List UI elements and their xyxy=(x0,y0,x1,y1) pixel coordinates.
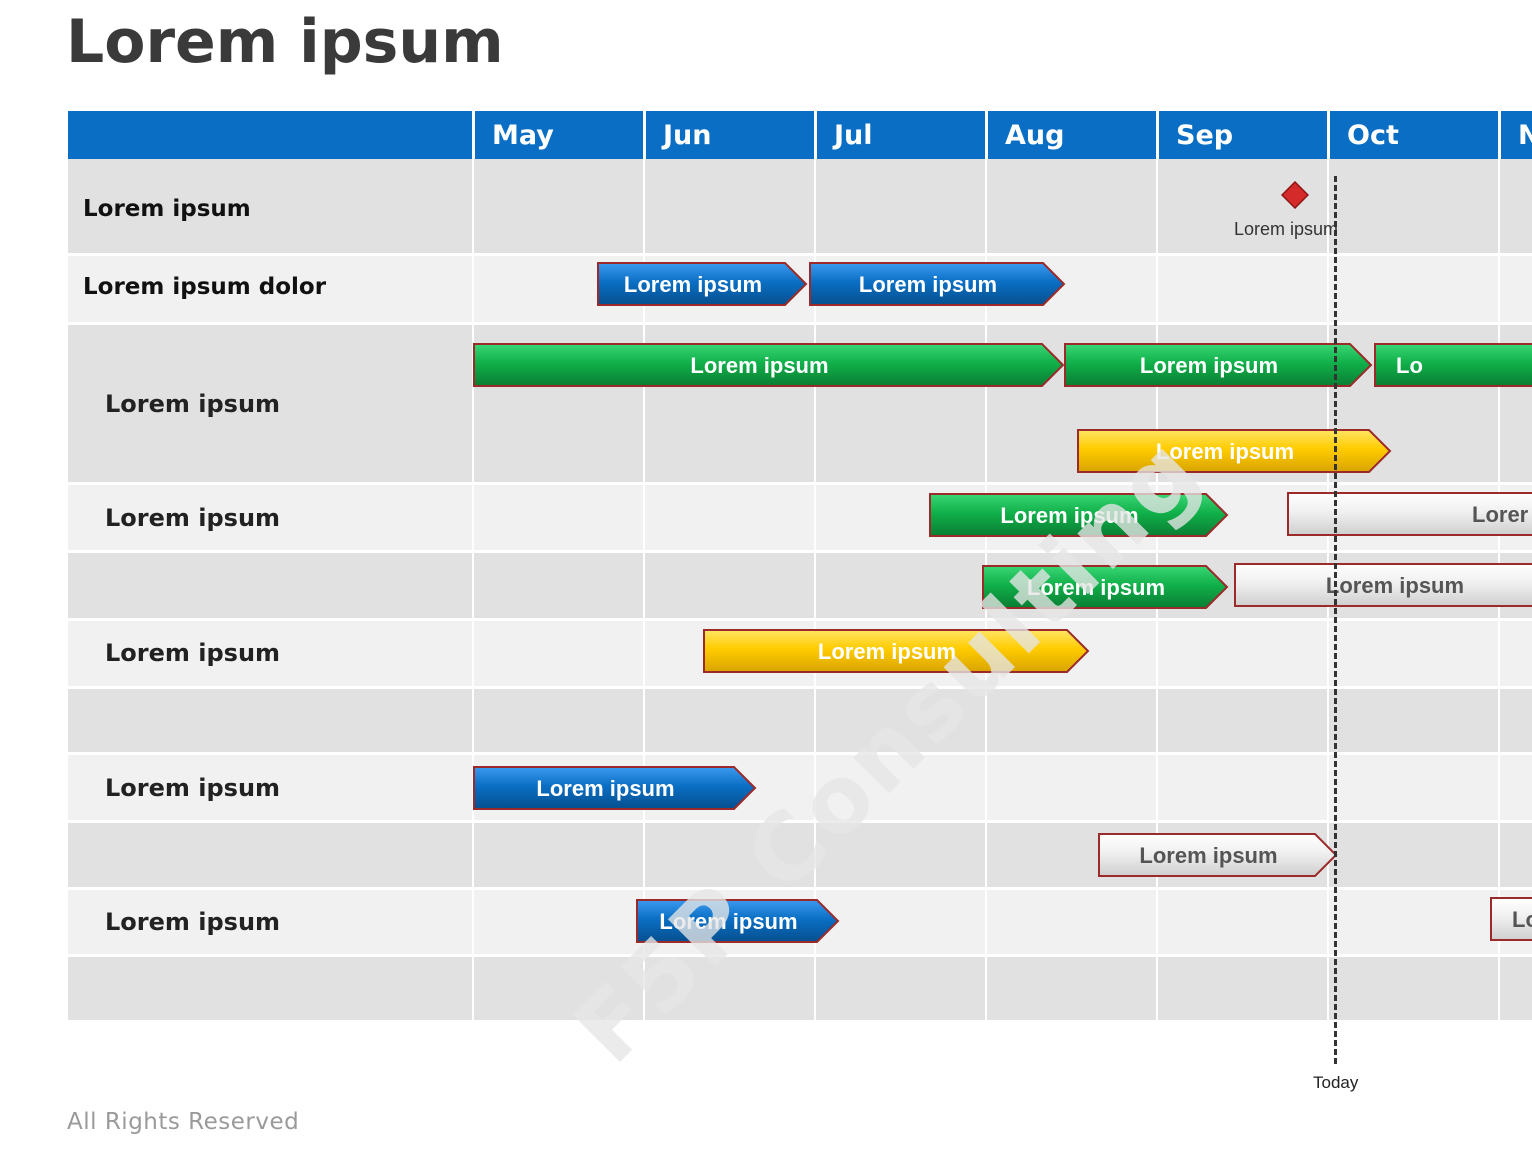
footer-copyright: All Rights Reserved xyxy=(67,1109,300,1135)
gantt-bar-shape xyxy=(636,899,840,943)
timeline-header xyxy=(68,111,1532,159)
gantt-bar-shape xyxy=(809,262,1066,306)
gantt-bar[interactable]: Lo xyxy=(1490,897,1532,941)
gantt-bar[interactable]: Lorem ipsum xyxy=(929,493,1229,537)
gantt-bar-shape xyxy=(597,262,808,306)
gantt-bar[interactable]: Lorem ipsum xyxy=(473,343,1065,387)
gantt-bar-shape xyxy=(929,493,1229,537)
timeline-row xyxy=(68,755,1532,823)
timeline-row xyxy=(68,689,1532,755)
today-label: Today xyxy=(1313,1073,1359,1092)
gantt-bar[interactable]: Lorem ipsum xyxy=(703,629,1090,673)
page-title: Lorem ipsum xyxy=(66,7,504,77)
month-header-3: Aug xyxy=(985,111,1156,159)
gantt-bar-label: Lo xyxy=(1512,907,1532,932)
gantt-bar[interactable]: Lorem ipsum xyxy=(1234,563,1532,607)
gantt-bar-label: Lorem ipsum xyxy=(659,909,798,934)
row-label: Lorem ipsum xyxy=(105,908,281,936)
gantt-bar[interactable]: Lorem ipsum xyxy=(636,899,840,943)
gantt-bar-shape xyxy=(982,565,1229,609)
month-header-1: Jun xyxy=(643,111,814,159)
gantt-bar-label: Lorem ipsum xyxy=(1026,575,1166,600)
month-header-0: May xyxy=(472,111,643,159)
gantt-bar[interactable]: Lorem ipsum xyxy=(1064,343,1373,387)
gantt-bar-shape xyxy=(1287,492,1532,536)
gantt-bar-shape xyxy=(473,766,757,810)
gantt-bar-label: Lorem ipsum xyxy=(1155,439,1295,464)
gantt-bar-label: Lo xyxy=(1396,353,1423,378)
month-header-4: Sep xyxy=(1156,111,1327,159)
row-label: Lorem ipsum xyxy=(105,639,281,667)
timeline-row xyxy=(68,159,1532,256)
gantt-bar-shape xyxy=(1077,429,1392,473)
month-header-2: Jul xyxy=(814,111,985,159)
gantt-bar-shape xyxy=(473,343,1065,387)
gantt-bar-label: Lorem ipsum xyxy=(536,776,675,801)
gantt-bar-label: Lorem ipsum xyxy=(1325,573,1465,598)
gantt-bar[interactable]: Lorem ipsum xyxy=(1098,833,1338,877)
gantt-bar-label: Lorem ipsum xyxy=(1139,843,1278,868)
grid-column-line xyxy=(814,159,816,1023)
gantt-bar[interactable]: Lorem ipsum xyxy=(1077,429,1392,473)
row-label: Lorem ipsum xyxy=(83,196,251,222)
gantt-bar-shape xyxy=(1374,343,1532,387)
grid-column-line xyxy=(472,159,474,1023)
timeline-row xyxy=(68,957,1532,1023)
today-marker-line xyxy=(1334,176,1337,1064)
row-label: Lorem ipsum xyxy=(105,390,281,418)
gantt-bar[interactable]: Lorem ipsum xyxy=(809,262,1066,306)
gantt-bar-label: Lorem ipsum xyxy=(858,272,998,297)
gantt-bar-shape xyxy=(1098,833,1338,877)
gantt-bar-label: Lorem ipsum xyxy=(1000,503,1139,528)
gantt-bar[interactable]: Lorem ipsum xyxy=(982,565,1229,609)
row-label: Lorem ipsum dolor xyxy=(83,274,327,300)
gantt-bar-label: Lorer xyxy=(1472,502,1529,527)
gantt-bar[interactable]: Lorem ipsum xyxy=(473,766,757,810)
gantt-bar-shape xyxy=(1234,563,1532,607)
gantt-bar[interactable]: Lo xyxy=(1374,343,1532,387)
grid-column-line xyxy=(643,159,645,1023)
row-label: Lorem ipsum xyxy=(105,504,281,532)
gantt-bar-label: Lorem ipsum xyxy=(1139,353,1279,378)
gantt-bar[interactable]: Lorer xyxy=(1287,492,1532,536)
gantt-bar[interactable]: Lorem ipsum xyxy=(597,262,808,306)
gantt-bar-label: Lorem ipsum xyxy=(690,353,829,378)
row-label: Lorem ipsum xyxy=(105,774,281,802)
gantt-bar-label: Lorem ipsum xyxy=(623,272,763,297)
month-header-6: N xyxy=(1498,111,1532,159)
gantt-bar-shape xyxy=(1490,897,1532,941)
milestone-label: Lorem ipsum xyxy=(1234,219,1339,239)
gantt-bar-shape xyxy=(1064,343,1373,387)
month-header-5: Oct xyxy=(1327,111,1498,159)
milestone-diamond-icon xyxy=(1281,181,1309,209)
gantt-bar-label: Lorem ipsum xyxy=(817,639,957,664)
gantt-bar-shape xyxy=(703,629,1090,673)
